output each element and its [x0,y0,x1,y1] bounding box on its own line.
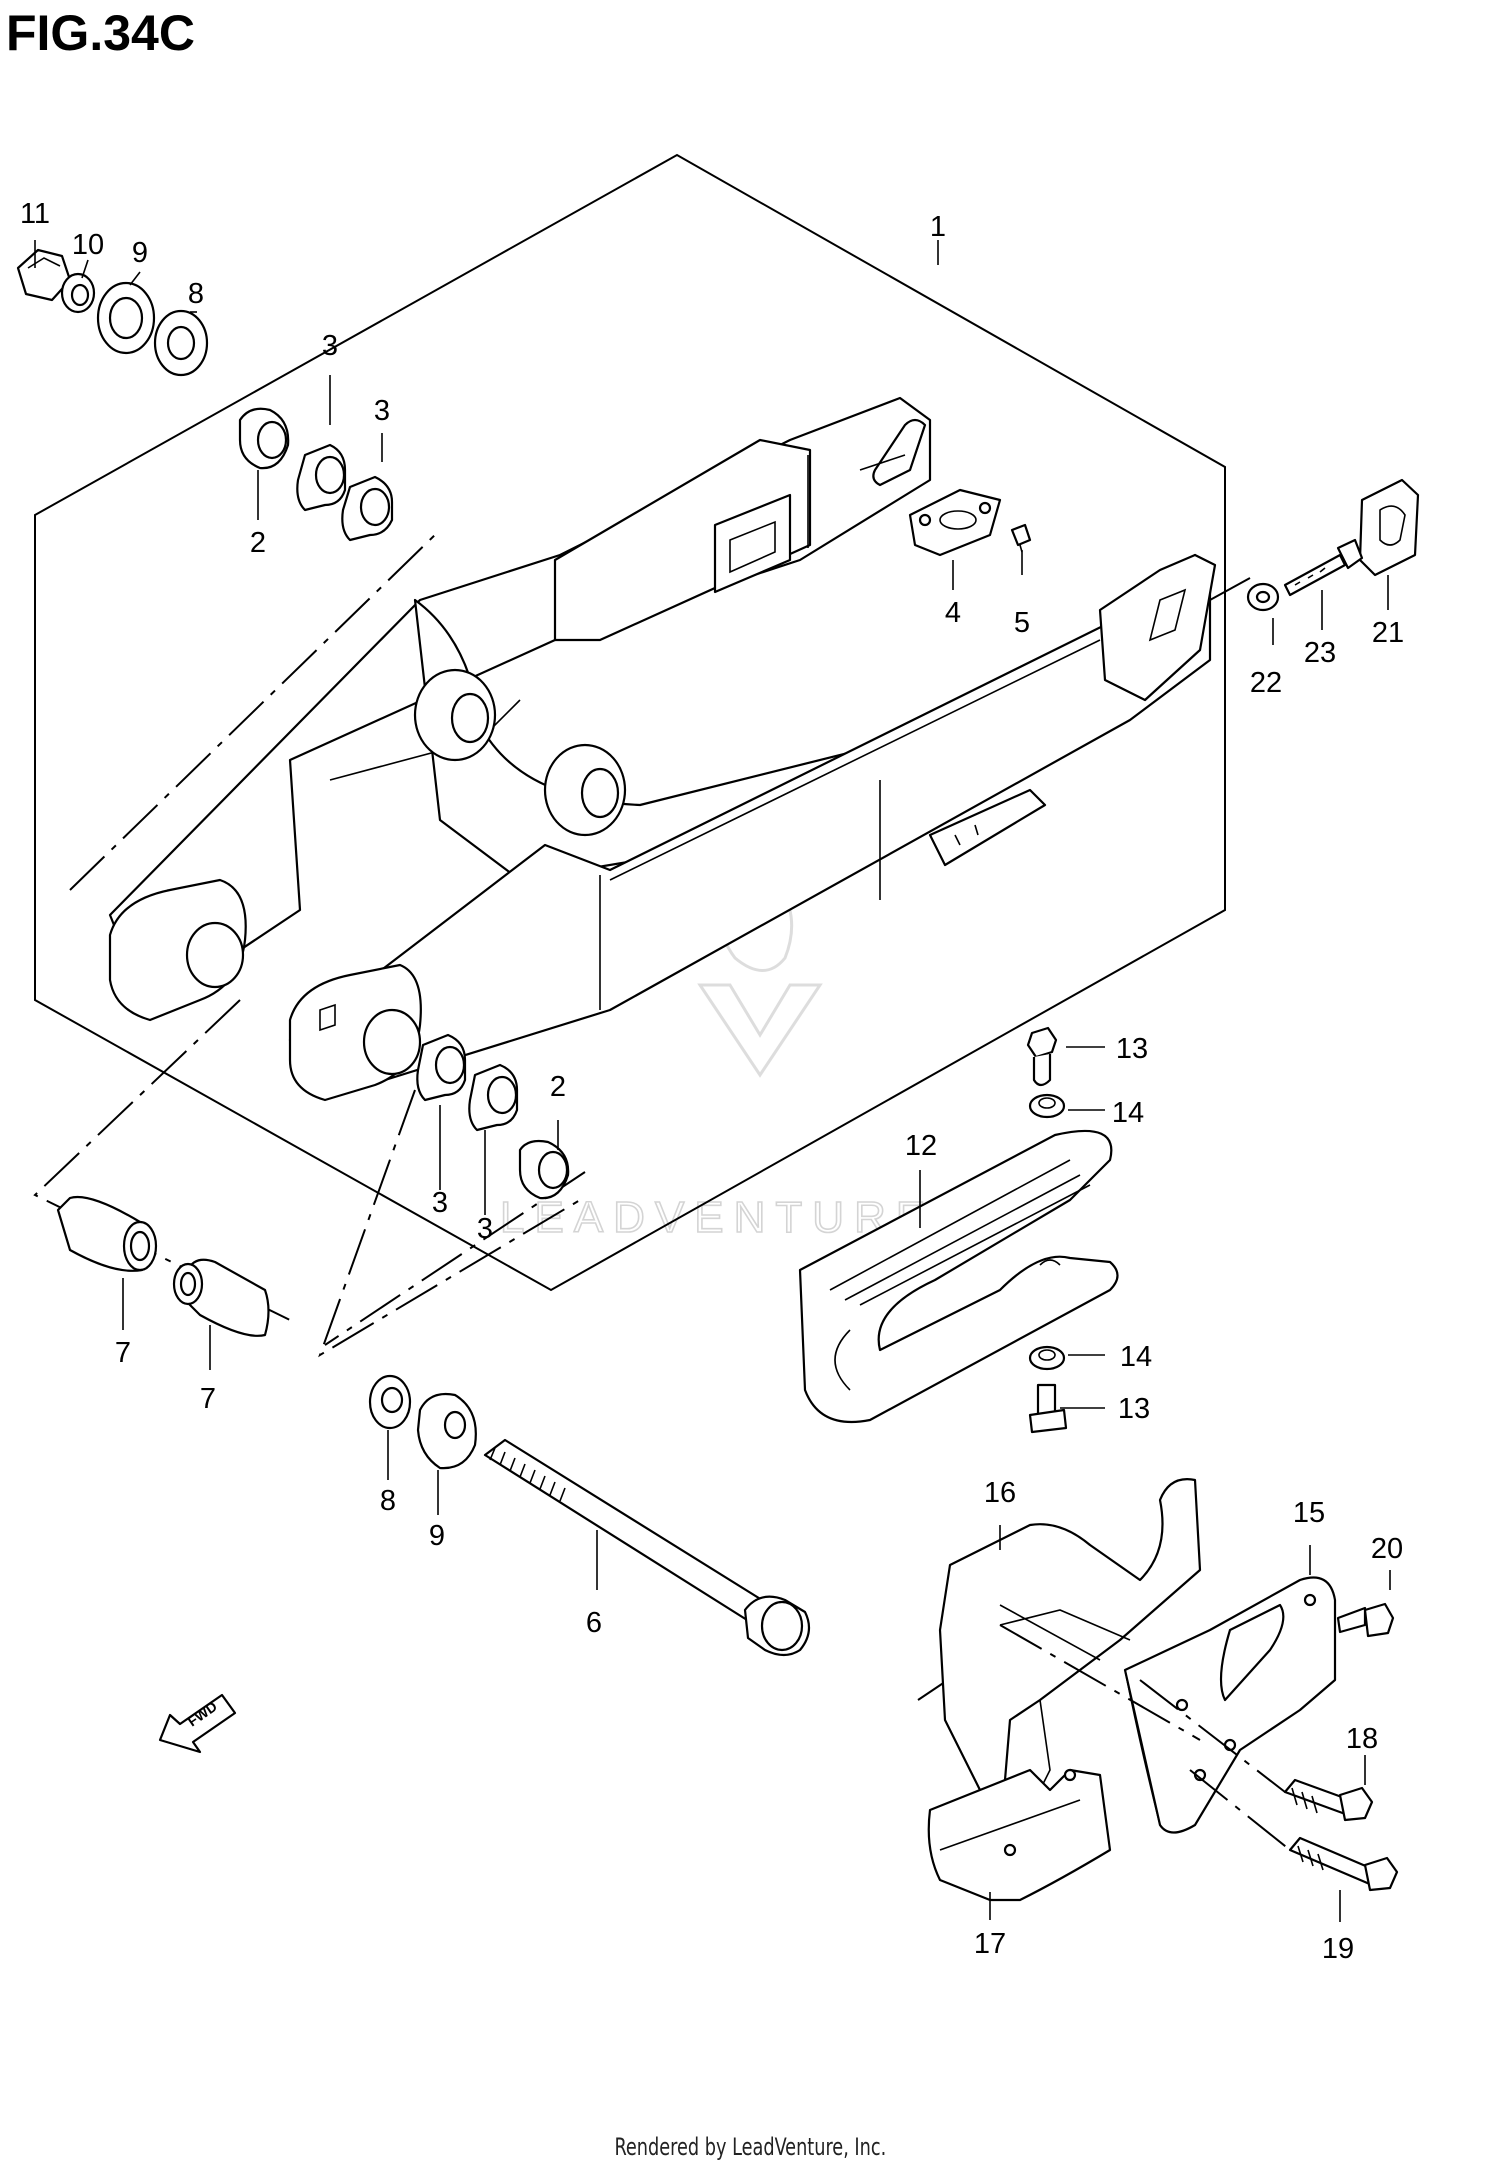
pivot-hardware-top [16,248,394,542]
callout-13a: 13 [1116,1033,1148,1065]
pivot-centerline-right [318,1089,581,1358]
callout-14b: 14 [1120,1341,1152,1373]
leader-lines [34,240,1391,1922]
callout-1: 1 [930,211,946,243]
callout-23: 23 [1304,637,1336,669]
chain-guide [927,1478,1399,1902]
chain-slider [798,1026,1119,1434]
callout-19: 19 [1322,1933,1354,1965]
pivot-hardware-bottom [56,1033,570,1470]
callout-12: 12 [905,1130,937,1162]
callout-7b: 7 [200,1383,216,1415]
fwd-arrow: FWD [158,1693,237,1754]
callout-10: 10 [72,229,104,261]
callout-20: 20 [1371,1533,1403,1565]
pivot-centerline-lower [33,999,291,1321]
chain-adjuster-plate [908,488,1032,557]
callout-18: 18 [1346,1723,1378,1755]
callout-2a: 2 [250,527,266,559]
figure-title: FIG.34C [6,5,195,61]
callout-13b: 13 [1118,1393,1150,1425]
callout-8a: 8 [188,278,204,310]
axle-line [324,1171,586,1346]
callout-17: 17 [974,1928,1006,1960]
callout-3d: 3 [477,1213,493,1245]
footer-credit: Rendered by LeadVenture, Inc. [614,2133,887,2161]
callout-16: 16 [984,1477,1016,1509]
watermark-text: LEADVENTURE [500,1193,935,1242]
callout-22: 22 [1250,667,1282,699]
callout-11: 11 [20,198,50,230]
assembly-outline [34,153,1226,1292]
callout-21: 21 [1372,617,1404,649]
pivot-axle-bolt [483,1438,811,1657]
callout-6: 6 [586,1607,602,1639]
callout-2b: 2 [550,1071,566,1103]
callout-3c: 3 [432,1187,448,1219]
pivot-centerline-left [69,529,441,891]
leadventure-watermark: LEADVENTURE [499,866,935,1243]
callout-5: 5 [1014,607,1030,639]
callout-14a: 14 [1112,1097,1144,1129]
callout-7a: 7 [115,1337,131,1369]
adjuster-line [1209,577,1251,601]
callouts: 1 2 2 3 3 3 3 4 5 6 7 7 8 8 9 9 10 11 12… [20,198,1404,1965]
callout-3a: 3 [322,330,338,362]
callout-3b: 3 [374,395,390,427]
callout-9a: 9 [132,237,148,269]
callout-15: 15 [1293,1497,1325,1529]
swingarm [108,396,1217,1102]
callout-4: 4 [945,597,961,629]
chain-adjuster-block [1246,478,1420,612]
callout-9b: 9 [429,1520,445,1552]
callout-8b: 8 [380,1485,396,1517]
